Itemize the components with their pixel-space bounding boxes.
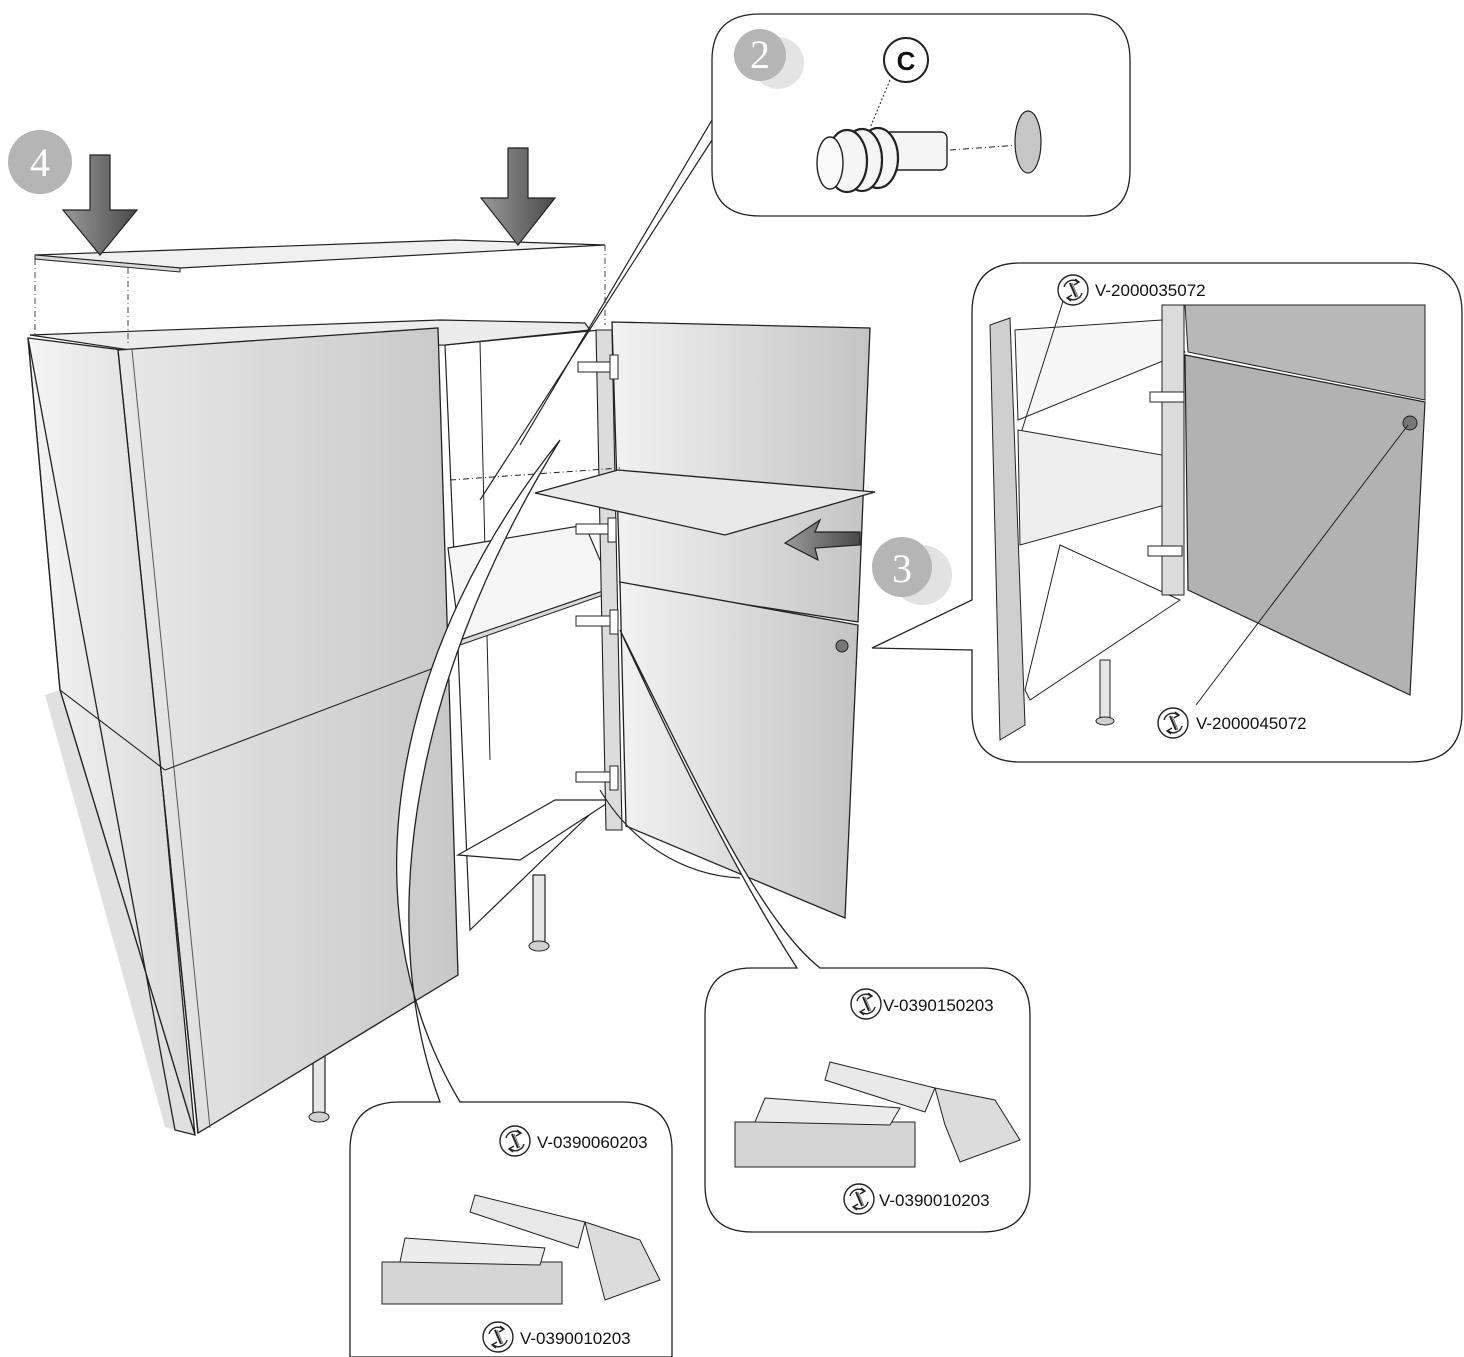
svg-text:3: 3 bbox=[892, 546, 912, 591]
screwdriver-rotate-icon bbox=[843, 1183, 875, 1215]
glass-shelf bbox=[534, 469, 876, 536]
left-hinge-callout: V-0390060203 V-0390010203 bbox=[349, 439, 673, 1357]
screwdriver-rotate-icon bbox=[1057, 274, 1089, 306]
screwdriver-rotate-icon bbox=[850, 988, 882, 1020]
door-screw-callout: V-2000035072 V-2000045072 bbox=[871, 262, 1463, 763]
down-arrow-icon bbox=[61, 154, 139, 256]
svg-text:V-2000045072: V-2000045072 bbox=[1196, 714, 1307, 733]
svg-text:2: 2 bbox=[750, 32, 770, 77]
svg-text:V-0390010203: V-0390010203 bbox=[520, 1329, 631, 1348]
hinges bbox=[575, 354, 619, 791]
svg-text:C: C bbox=[897, 46, 916, 76]
right-upper-door bbox=[611, 321, 871, 623]
leg bbox=[532, 874, 546, 946]
right-lower-door bbox=[619, 581, 859, 919]
svg-text:4: 4 bbox=[30, 140, 50, 185]
right-hinge-callout: V-0390150203 V-0390010203 bbox=[599, 629, 1031, 1233]
knob bbox=[835, 639, 849, 653]
svg-text:V-0390060203: V-0390060203 bbox=[537, 1133, 648, 1152]
insert-arrow-icon bbox=[783, 518, 861, 562]
step-4-marker: 4 bbox=[8, 130, 72, 194]
top-panel bbox=[34, 239, 606, 345]
screwdriver-rotate-icon bbox=[1157, 707, 1189, 739]
down-arrow-icon bbox=[479, 147, 557, 246]
svg-text:V-0390010203: V-0390010203 bbox=[879, 1191, 990, 1210]
screwdriver-rotate-icon bbox=[499, 1125, 531, 1157]
svg-text:V-0390150203: V-0390150203 bbox=[883, 996, 994, 1015]
knob-detail-callout: 2 C bbox=[479, 13, 1131, 501]
cabinet bbox=[27, 319, 876, 1136]
screwdriver-rotate-icon bbox=[482, 1321, 514, 1353]
step-3-marker: 3 bbox=[872, 537, 952, 605]
svg-text:V-2000035072: V-2000035072 bbox=[1095, 281, 1206, 300]
